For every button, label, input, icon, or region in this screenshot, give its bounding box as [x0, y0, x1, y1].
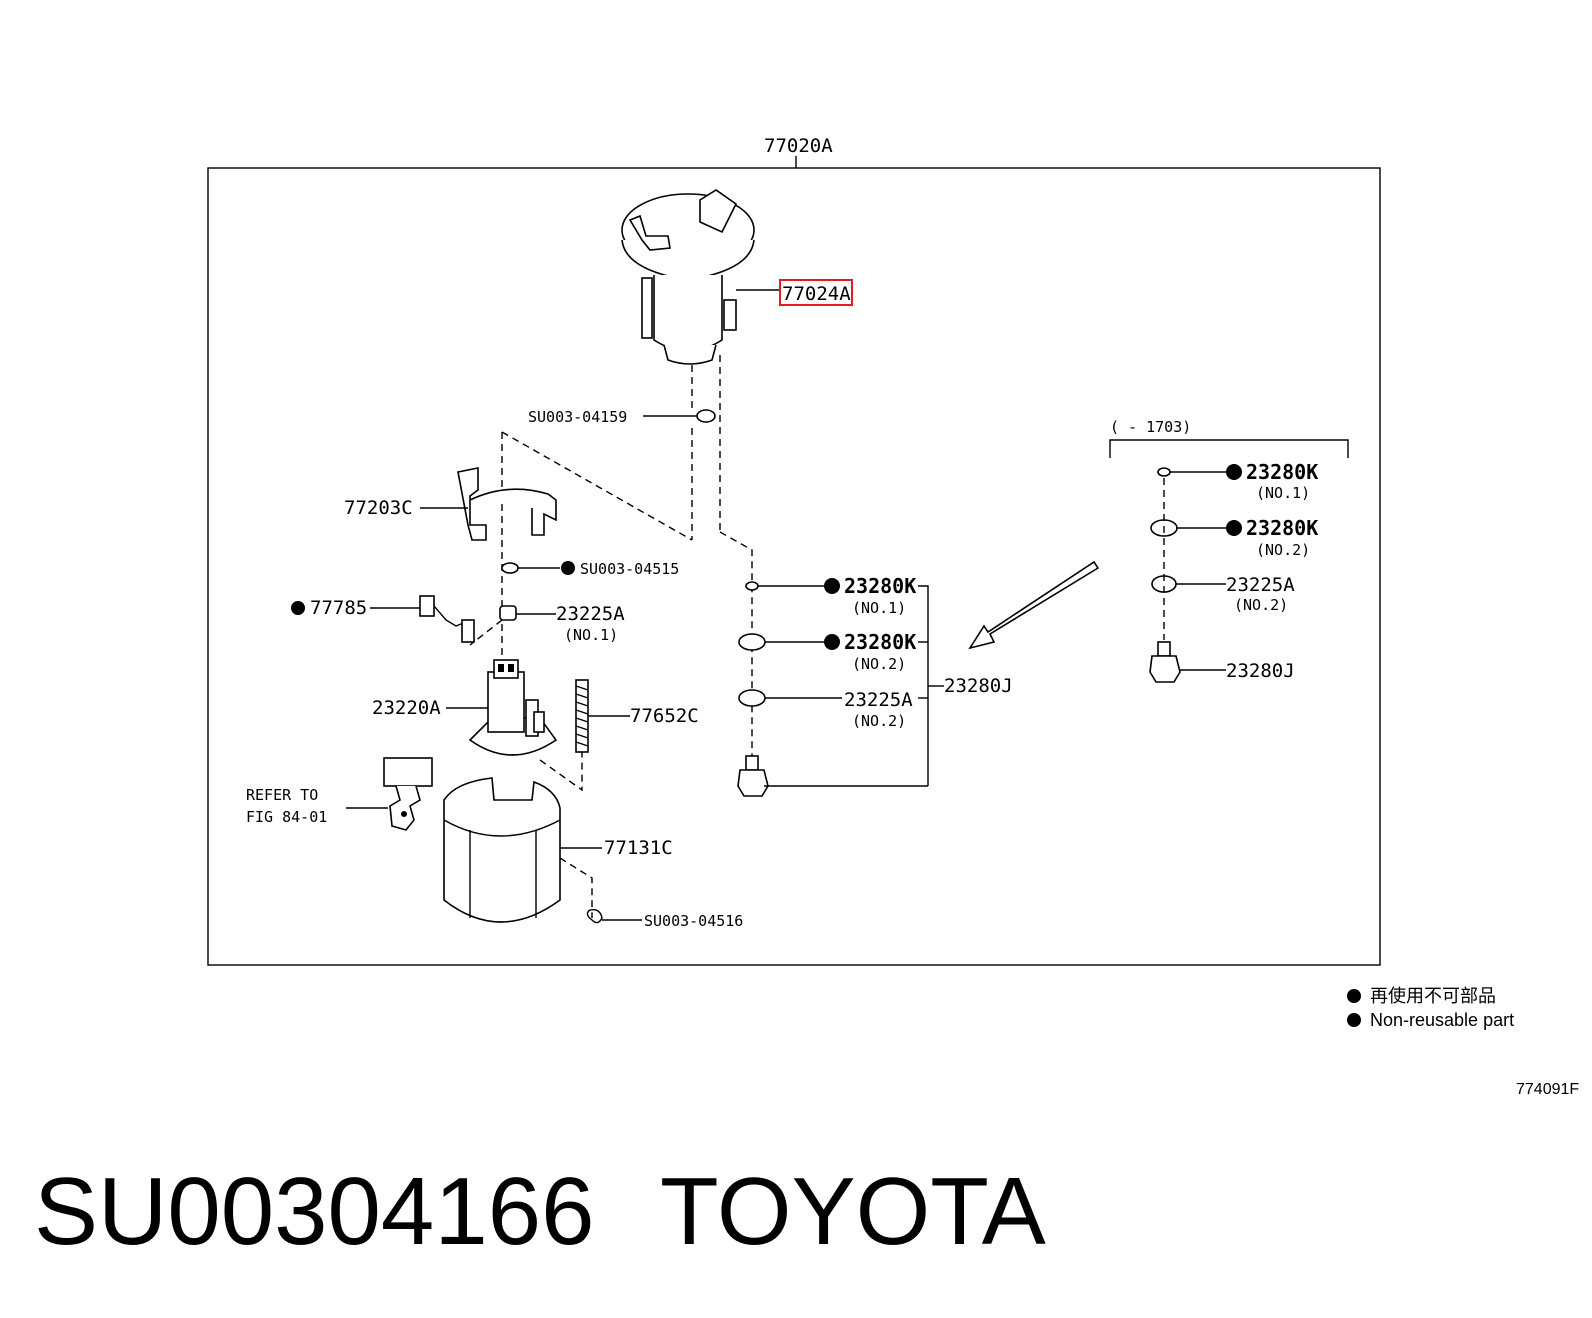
spring-77652c — [575, 679, 589, 753]
inset-regulator-23280j — [1149, 641, 1181, 683]
non-reusable-mark — [824, 578, 840, 594]
part-label-su003-04516[interactable]: SU003-04516 — [644, 912, 743, 930]
guide-line — [559, 857, 593, 918]
o-ring-04159 — [696, 409, 716, 423]
refer-line2: FIG 84-01 — [246, 808, 327, 826]
o-ring-04515 — [501, 562, 519, 574]
guide-line — [719, 531, 753, 760]
part-label-77131c[interactable]: 77131C — [604, 837, 673, 859]
guide-line — [539, 750, 583, 792]
sender-gauge — [383, 757, 433, 831]
wire-harness-77785 — [419, 595, 475, 643]
pressure-regulator-23280j — [737, 755, 769, 797]
fuel-cup-77131c — [443, 777, 561, 923]
part-label-23280j[interactable]: 23280J — [944, 675, 1013, 697]
o-ring-23280k-no2 — [738, 633, 766, 651]
reference-arrow — [968, 560, 1100, 650]
assembly-label: 77020A — [764, 135, 833, 157]
caption-part-number: SU00304166 — [34, 1158, 594, 1265]
part-label-77024a[interactable]: 77024A — [782, 283, 851, 305]
non-reusable-mark — [1226, 520, 1242, 536]
assembly-frame — [207, 156, 1381, 966]
legend-bullet — [1347, 989, 1361, 1003]
part-label-23225a-left[interactable]: 23225A — [556, 603, 625, 625]
inset-label-23280k-no2-no: (NO.2) — [1256, 541, 1310, 559]
inset-label-23225a[interactable]: 23225A — [1226, 574, 1295, 596]
non-reusable-mark — [561, 561, 575, 575]
part-label-su003-04515[interactable]: SU003-04515 — [580, 560, 679, 578]
guide-line — [501, 431, 693, 541]
part-label-23280k-no2[interactable]: 23280K — [844, 630, 916, 654]
cushion-23225a-no1 — [499, 605, 517, 621]
inset-label-23280k-no1[interactable]: 23280K — [1246, 460, 1318, 484]
inset-o-ring-no1 — [1157, 467, 1171, 477]
inset-label-23280k-no1-no: (NO.1) — [1256, 484, 1310, 502]
part-label-23225a-left-no: (NO.1) — [564, 626, 618, 644]
part-label-23280k-no2-no: (NO.2) — [852, 655, 906, 673]
non-reusable-mark — [824, 634, 840, 650]
part-label-23280k-no1[interactable]: 23280K — [844, 574, 916, 598]
o-ring-23280k-no1 — [745, 581, 759, 591]
non-reusable-mark — [1226, 464, 1242, 480]
inset-range-label: ( - 1703) — [1110, 418, 1191, 436]
bracket-77203c — [457, 467, 557, 541]
bracket-23280j — [918, 585, 929, 786]
fuel-pump-flange — [621, 189, 755, 365]
part-label-su003-04159[interactable]: SU003-04159 — [528, 408, 627, 426]
part-label-23220a[interactable]: 23220A — [372, 697, 441, 719]
clip-04516 — [586, 908, 603, 924]
inset-label-23280j[interactable]: 23280J — [1226, 660, 1295, 682]
legend-line2: Non-reusable part — [1370, 1010, 1514, 1030]
part-label-77652c[interactable]: 77652C — [630, 705, 699, 727]
legend-bullet — [1347, 1013, 1361, 1027]
non-reusable-mark — [291, 601, 305, 615]
caption-brand: TOYOTA — [660, 1158, 1046, 1265]
guide-line — [469, 619, 503, 646]
fuel-pump-23220a — [468, 659, 558, 756]
refer-line1: REFER TO — [246, 786, 318, 804]
inset-bracket — [1109, 439, 1349, 458]
highlight-box — [779, 279, 853, 306]
cushion-23225a-no2 — [738, 689, 766, 707]
inset-label-23225a-no: (NO.2) — [1234, 596, 1288, 614]
legend-line1: 再使用不可部品 — [1370, 986, 1496, 1006]
part-label-77203c[interactable]: 77203C — [344, 497, 413, 519]
part-label-77785[interactable]: 77785 — [310, 597, 367, 619]
part-label-23225a-no2[interactable]: 23225A — [844, 689, 913, 711]
part-label-23280k-no1-no: (NO.1) — [852, 599, 906, 617]
inset-label-23280k-no2[interactable]: 23280K — [1246, 516, 1318, 540]
part-label-23225a-no2-no: (NO.2) — [852, 712, 906, 730]
figure-code: 774091F — [1516, 1081, 1579, 1098]
